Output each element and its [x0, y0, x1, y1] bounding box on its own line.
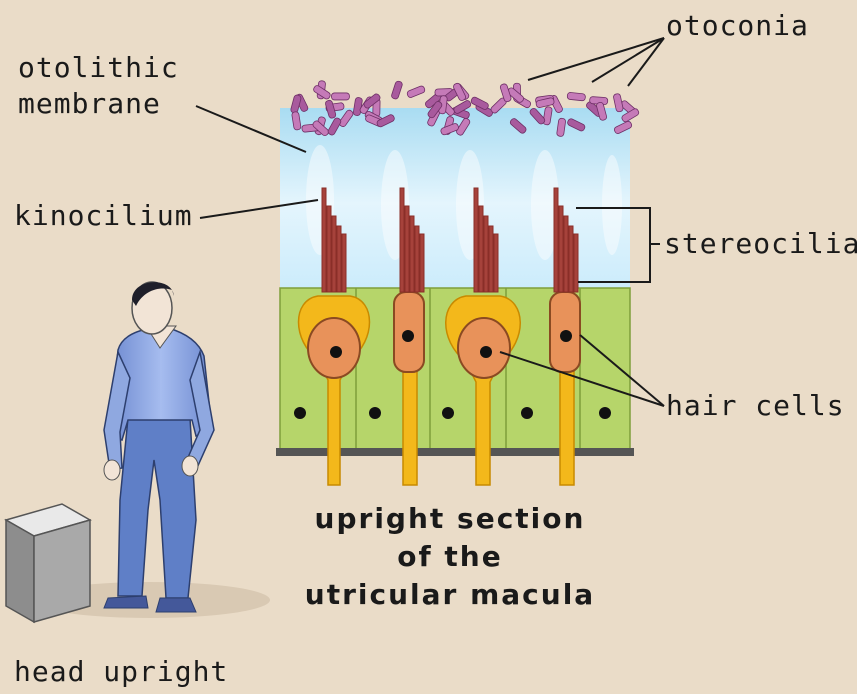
kinocilium-shape — [400, 188, 404, 292]
caption-line-3: utricular macula — [270, 576, 630, 614]
kinocilium-shape — [322, 188, 326, 292]
otoconia-crystal — [391, 80, 403, 99]
caption-line-1: upright section — [270, 500, 630, 538]
stereocilium-shape — [494, 234, 498, 292]
stereocilium-shape — [410, 216, 414, 292]
otoconia-crystal — [406, 85, 425, 98]
stereocilium-shape — [559, 206, 563, 292]
label-head-upright: head upright — [14, 656, 228, 688]
stereocilium-shape — [489, 226, 493, 292]
stereocilium-shape — [415, 226, 419, 292]
stereocilium-shape — [564, 216, 568, 292]
stereocilium-shape — [342, 234, 346, 292]
stereocilium-shape — [569, 226, 573, 292]
stereocilium-shape — [405, 206, 409, 292]
kinocilium-shape — [474, 188, 478, 292]
label-hair-cells: hair cells — [666, 390, 845, 422]
stereocilium-shape — [327, 206, 331, 292]
stereocilium-shape — [332, 216, 336, 292]
stereocilium-shape — [337, 226, 341, 292]
label-membrane: membrane — [18, 88, 161, 120]
label-kinocilium: kinocilium — [14, 200, 193, 232]
label-otoconia: otoconia — [666, 10, 809, 42]
label-stereocilia: stereocilia — [664, 228, 857, 260]
stereocilium-shape — [479, 206, 483, 292]
stereocilium-shape — [420, 234, 424, 292]
otoconia-crystal — [331, 93, 349, 100]
caption-line-2: of the — [270, 538, 630, 576]
person-figure — [104, 282, 214, 612]
otoconia-crystal — [567, 92, 586, 101]
label-otolithic: otolithic — [18, 52, 179, 84]
diagram-caption: upright section of the utricular macula — [270, 500, 630, 614]
stereocilium-shape — [574, 234, 578, 292]
box-object — [6, 504, 90, 622]
stereocilium-shape — [484, 216, 488, 292]
kinocilium-shape — [554, 188, 558, 292]
